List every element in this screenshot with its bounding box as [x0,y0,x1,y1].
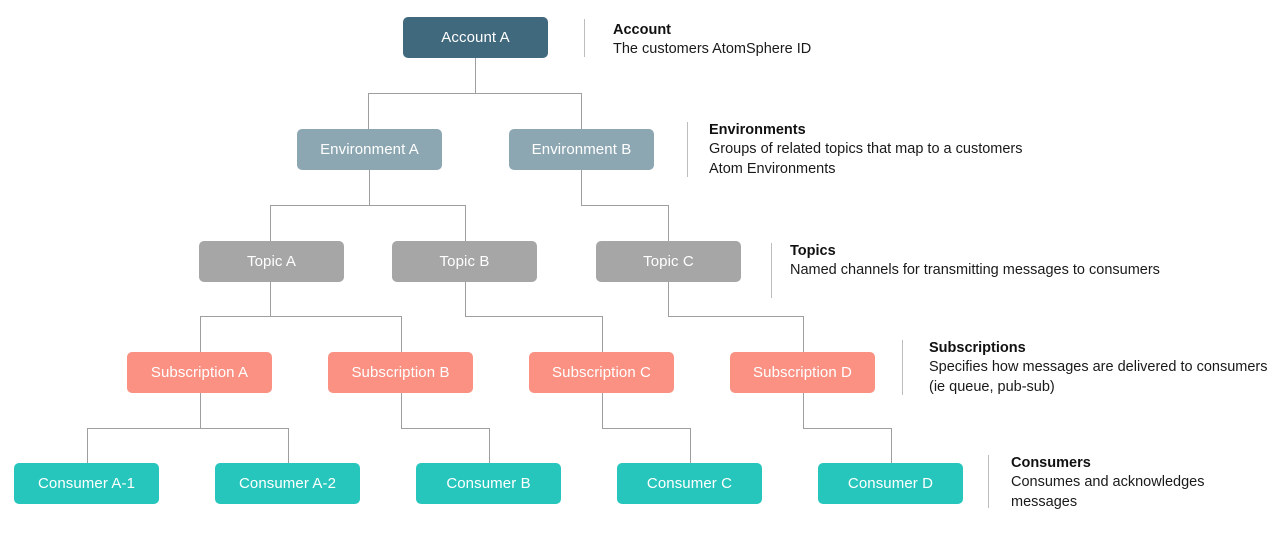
legend-divider-environments [687,122,688,177]
legend-divider-subscriptions [902,340,903,395]
node-label: Consumer C [646,475,733,492]
legend-title: Topics [790,243,836,259]
node-consumer-b[interactable]: Consumer B [416,463,561,504]
connector-account-stem [475,58,476,93]
node-subscription-b[interactable]: Subscription B [328,352,473,393]
connector-to-consumer-b [489,428,490,463]
connector-to-subscription-c [602,316,603,352]
connector-subscription-a-bus [87,428,289,429]
connector-topic-b-stem [465,281,466,316]
node-label: Consumer A-1 [37,475,136,492]
node-topic-c[interactable]: Topic C [596,241,741,282]
connector-subscription-c-bus [602,428,691,429]
legend-title: Consumers [1011,455,1091,471]
node-consumer-a-2[interactable]: Consumer A-2 [215,463,360,504]
legend-title: Environments [709,122,806,138]
node-label: Subscription A [150,364,249,381]
legend-title: Account [613,22,671,38]
node-label: Consumer D [847,475,934,492]
connector-environment-a-bus [270,205,466,206]
connector-subscription-d-bus [803,428,892,429]
legend-description: The customers AtomSphere ID [613,41,812,57]
legend-topics: Topics Named channels for transmitting m… [790,241,1190,281]
node-subscription-c[interactable]: Subscription C [529,352,674,393]
node-label: Subscription B [351,364,450,381]
node-label: Subscription D [753,364,852,381]
connector-environment-a-stem [369,170,370,205]
node-consumer-c[interactable]: Consumer C [617,463,762,504]
node-label: Topic C [643,253,694,270]
connector-topic-c-bus [668,316,804,317]
node-label: Consumer A-2 [238,475,337,492]
connector-topic-a-stem [270,281,271,316]
legend-description: Named channels for transmitting messages… [790,262,1160,278]
legend-environments: Environments Groups of related topics th… [709,120,1049,179]
connector-to-topic-b [465,205,466,241]
node-subscription-a[interactable]: Subscription A [127,352,272,393]
legend-divider-consumers [988,455,989,508]
connector-subscription-a-stem [200,393,201,428]
node-label: Topic B [439,253,490,270]
connector-to-consumer-a1 [87,428,88,463]
node-label: Environment A [320,141,419,158]
node-consumer-a-1[interactable]: Consumer A-1 [14,463,159,504]
legend-consumers: Consumers Consumes and acknowledges mess… [1011,453,1271,512]
connector-subscription-c-stem [602,393,603,428]
connector-to-subscription-d [803,316,804,352]
connector-to-topic-a [270,205,271,241]
connector-to-topic-c [668,205,669,241]
legend-subscriptions: Subscriptions Specifies how messages are… [929,338,1271,397]
connector-environment-b-stem [581,170,582,205]
connector-to-consumer-c [690,428,691,463]
node-label: Subscription C [552,364,651,381]
connector-to-consumer-a2 [288,428,289,463]
connector-account-bus [368,93,582,94]
node-environment-b[interactable]: Environment B [509,129,654,170]
legend-description: Consumes and acknowledges messages [1011,474,1205,510]
legend-divider-topics [771,243,772,298]
connector-to-environment-b [581,93,582,129]
connector-topic-b-bus [465,316,603,317]
connector-subscription-b-stem [401,393,402,428]
legend-divider-account [584,19,585,57]
node-label: Consumer B [446,475,531,492]
connector-subscription-d-stem [803,393,804,428]
node-subscription-d[interactable]: Subscription D [730,352,875,393]
connector-subscription-b-bus [401,428,490,429]
node-account-a[interactable]: Account A [403,17,548,58]
node-topic-b[interactable]: Topic B [392,241,537,282]
connector-topic-a-bus [200,316,402,317]
legend-description: Groups of related topics that map to a c… [709,141,1023,177]
node-label: Environment B [531,141,632,158]
node-consumer-d[interactable]: Consumer D [818,463,963,504]
legend-description: Specifies how messages are delivered to … [929,359,1268,395]
legend-title: Subscriptions [929,340,1026,356]
node-label: Account A [441,29,510,46]
connector-to-subscription-b [401,316,402,352]
connector-environment-b-bus [581,205,669,206]
legend-account: Account The customers AtomSphere ID [613,20,1043,60]
node-label: Topic A [246,253,297,270]
node-topic-a[interactable]: Topic A [199,241,344,282]
connector-to-consumer-d [891,428,892,463]
connector-to-subscription-a [200,316,201,352]
connector-to-environment-a [368,93,369,129]
node-environment-a[interactable]: Environment A [297,129,442,170]
connector-topic-c-stem [668,281,669,316]
